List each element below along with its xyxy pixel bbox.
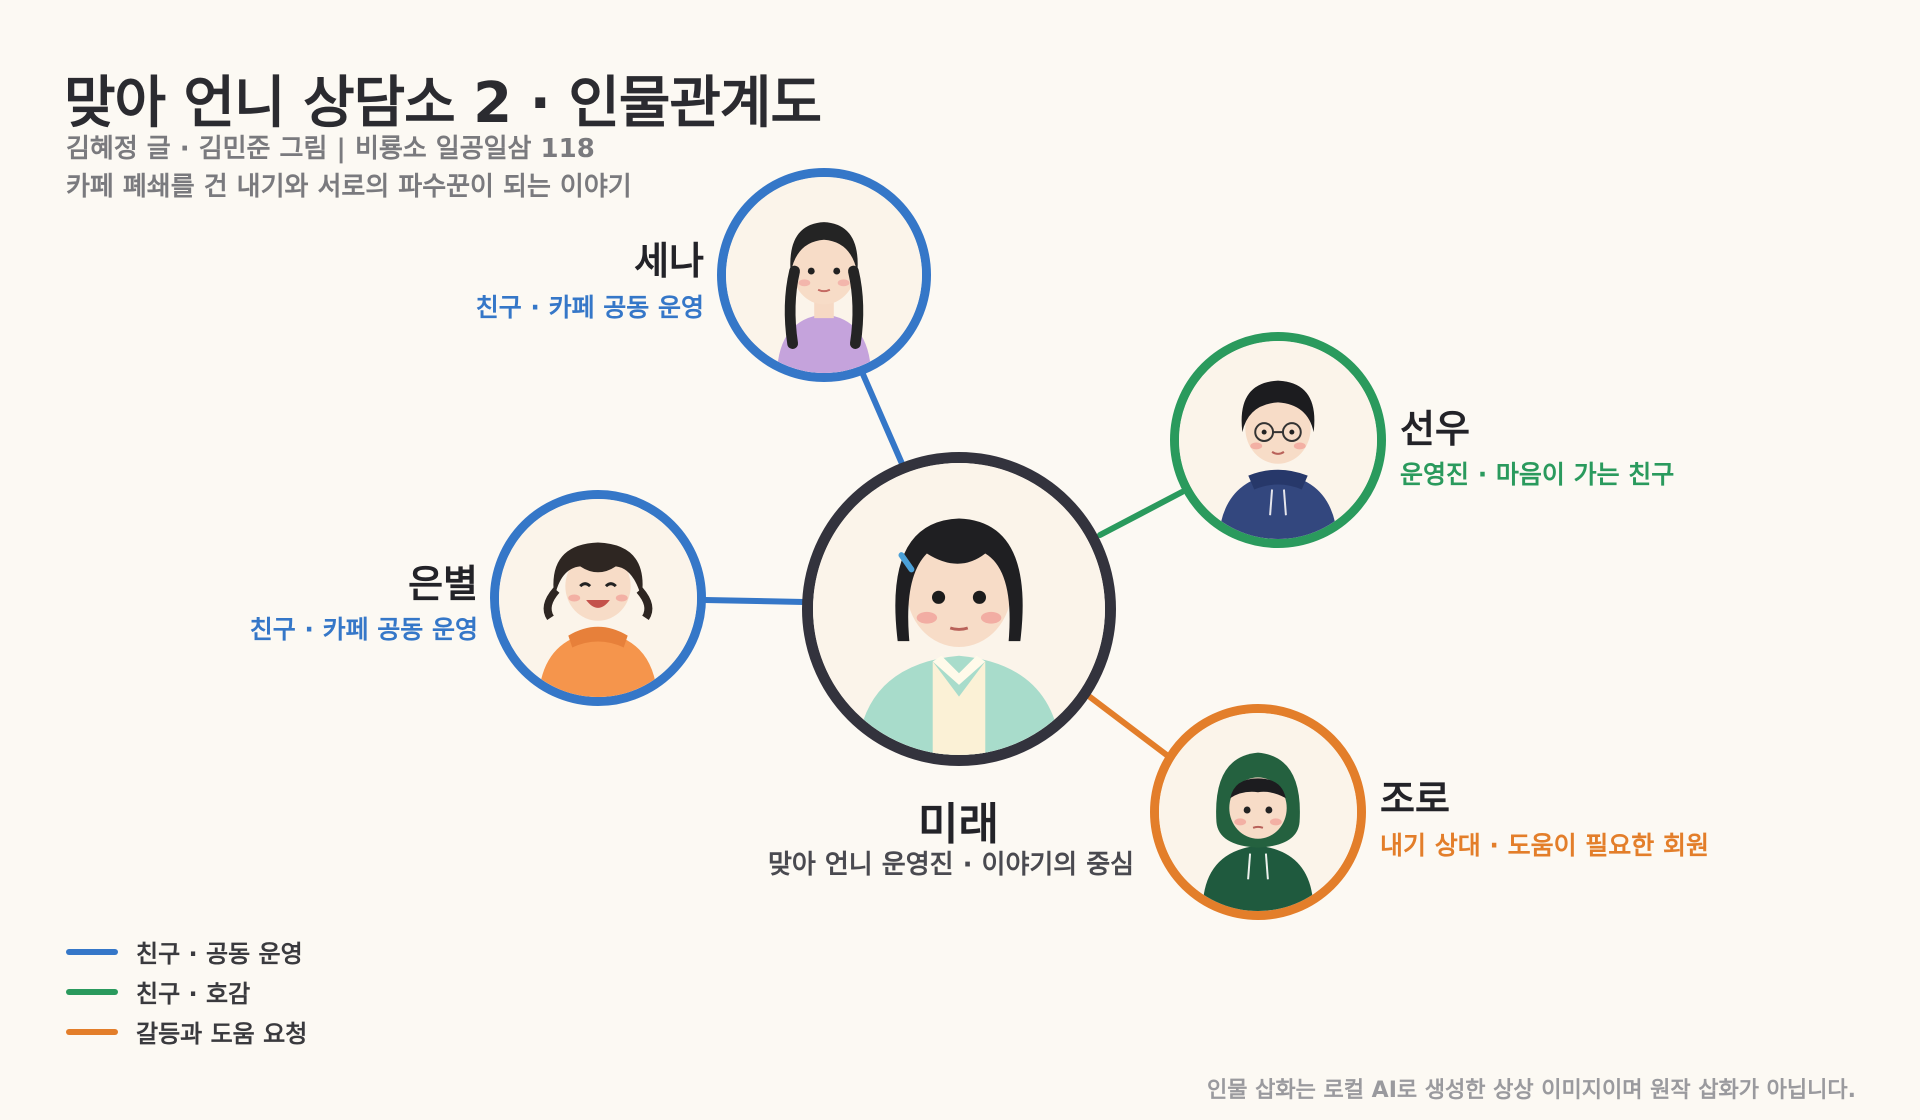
eunbyeol-name: 은별 [408,562,478,606]
legend-swatch [66,988,118,995]
legend-label: 갈등과 도움 요청 [136,1020,308,1048]
link-center-joro [1087,694,1171,759]
mirae-name: 미래 [918,799,999,850]
eunbyeol-portrait [490,490,706,706]
legend-label: 친구 · 호감 [136,980,251,1008]
link-center-sena [859,369,906,469]
joro-role: 내기 상대 · 도움이 필요한 회원 [1380,831,1710,860]
sena-name: 세나 [634,239,704,283]
legend-label: 친구 · 공동 운영 [136,940,303,968]
link-center-seonwoo [1097,489,1185,538]
seonwoo-portrait [1170,332,1386,548]
story-tagline: 카페 폐쇄를 건 내기와 서로의 파수꾼이 되는 이야기 [66,172,632,202]
legend-item-conflict-help: 갈등과 도움 요청 [66,1014,307,1049]
seonwoo-name: 선우 [1400,407,1470,451]
legend-item-friends-crush: 친구 · 호감 [66,974,250,1009]
page-title: 맞아 언니 상담소 2 · 인물관계도 [64,71,822,136]
seonwoo-role: 운영진 · 마음이 가는 친구 [1400,460,1675,489]
mirae-portrait [802,452,1116,766]
joro-portrait [1150,704,1366,920]
sena-role: 친구 · 카페 공동 운영 [475,293,704,322]
mirae-role: 맞아 언니 운영진 · 이야기의 중심 [768,850,1135,880]
sena-portrait [717,168,931,382]
ai-illustration-disclaimer: 인물 삽화는 로컬 AI로 생성한 상상 이미지이며 원작 삽화가 아닙니다. [1207,1078,1856,1103]
legend-swatch [66,1028,118,1035]
joro-name: 조로 [1380,777,1450,821]
legend-item-friends-coop: 친구 · 공동 운영 [66,934,303,969]
eunbyeol-role: 친구 · 카페 공동 운영 [249,615,478,644]
link-center-eunbyeol [702,597,807,605]
book-credits: 김혜정 글 · 김민준 그림 | 비룡소 일공일삼 118 [66,134,595,164]
legend-swatch [66,948,118,955]
